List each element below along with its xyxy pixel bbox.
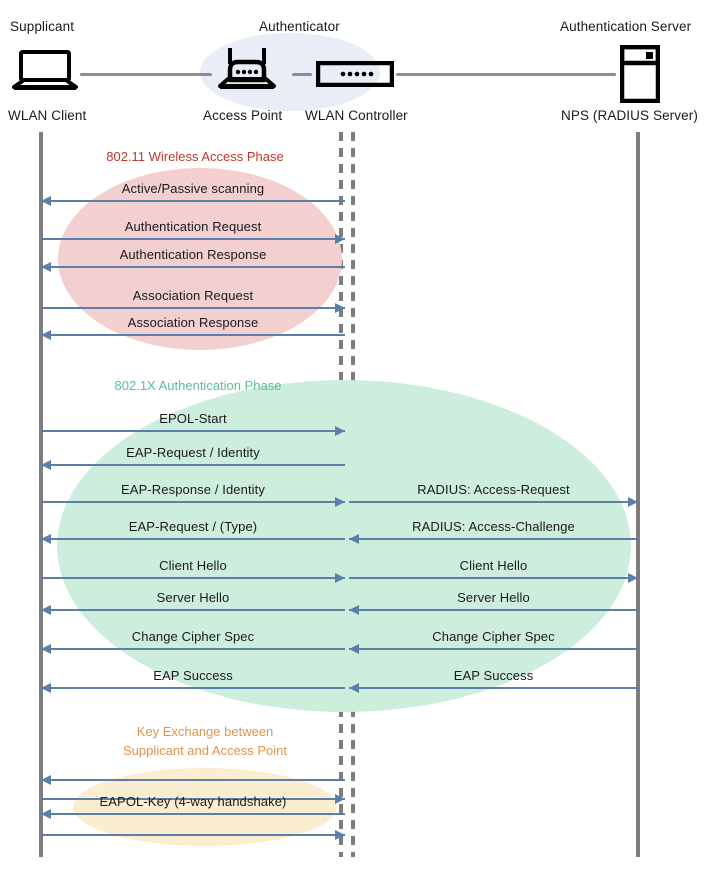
message-supplicant-ap-line — [41, 307, 345, 309]
server-icon — [620, 45, 660, 103]
link-ap-to-controller — [292, 73, 312, 76]
actor-role-authentication-server: Authentication Server — [560, 19, 692, 34]
message-controller-radius-line — [349, 648, 638, 650]
message-supplicant-ap-arrowhead-left — [41, 262, 51, 272]
message-supplicant-ap-arrowhead-right — [335, 303, 345, 313]
message-supplicant-ap-arrowhead-left — [41, 534, 51, 544]
link-client-to-ap — [80, 73, 212, 76]
message-supplicant-ap-line — [41, 577, 345, 579]
message-supplicant-ap-line — [41, 648, 345, 650]
laptop-icon — [12, 50, 78, 92]
message-supplicant-ap-label: EAP-Response / Identity — [121, 482, 265, 497]
message-controller-radius-label: EAP Success — [453, 668, 534, 683]
message-supplicant-ap-line — [41, 834, 345, 836]
message-controller-radius-line — [349, 577, 638, 579]
message-controller-radius-line — [349, 609, 638, 611]
message-supplicant-ap-line — [41, 779, 345, 781]
message-controller-radius-line — [349, 538, 638, 540]
actor-device-wlan-controller: WLAN Controller — [305, 108, 408, 123]
message-supplicant-ap-label: EAP-Request / (Type) — [128, 519, 258, 534]
message-supplicant-ap-label: EPOL-Start — [159, 411, 227, 426]
phase-blob-80211 — [58, 168, 342, 350]
message-supplicant-ap-label: EAP-Request / Identity — [126, 445, 260, 460]
phase-label-key-exchange-line1: Key Exchange between — [136, 724, 274, 739]
message-supplicant-ap-label: Association Response — [127, 315, 259, 330]
actor-role-authenticator: Authenticator — [259, 19, 340, 34]
message-supplicant-ap-arrowhead-left — [41, 683, 51, 693]
lifeline-authentication-server — [636, 132, 640, 857]
message-supplicant-ap-arrowhead-left — [41, 330, 51, 340]
message-supplicant-ap-line — [41, 430, 345, 432]
message-supplicant-ap-arrowhead-left — [41, 460, 51, 470]
message-supplicant-ap-line — [41, 538, 345, 540]
message-controller-radius-arrowhead-left — [349, 534, 359, 544]
message-supplicant-ap-line — [41, 798, 345, 800]
link-controller-to-server — [396, 73, 616, 76]
message-supplicant-ap-label: Server Hello — [156, 590, 230, 605]
message-supplicant-ap-line — [41, 238, 345, 240]
message-supplicant-ap-line — [41, 687, 345, 689]
message-supplicant-ap-arrowhead-right — [335, 573, 345, 583]
message-supplicant-ap-label: Change Cipher Spec — [131, 629, 255, 644]
message-supplicant-ap-label: Active/Passive scanning — [121, 181, 265, 196]
message-supplicant-ap-label: EAPOL-Key (4-way handshake) — [99, 794, 287, 809]
phase-blob-key-exchange — [73, 768, 337, 846]
message-supplicant-ap-arrowhead-right — [335, 426, 345, 436]
message-supplicant-ap-label: EAP Success — [153, 668, 233, 683]
message-supplicant-ap-arrowhead-right — [335, 497, 345, 507]
message-supplicant-ap-arrowhead-right — [335, 794, 345, 804]
message-controller-radius-label: Change Cipher Spec — [432, 629, 555, 644]
message-controller-radius-arrowhead-left — [349, 683, 359, 693]
phase-label-80211: 802.11 Wireless Access Phase — [106, 149, 284, 164]
message-supplicant-ap-line — [41, 200, 345, 202]
phase-label-8021x: 802.1X Authentication Phase — [114, 378, 282, 393]
actor-role-supplicant: Supplicant — [10, 19, 75, 34]
message-supplicant-ap-label: Authentication Request — [124, 219, 262, 234]
message-controller-radius-arrowhead-left — [349, 605, 359, 615]
actor-device-nps-radius-server: NPS (RADIUS Server) — [561, 108, 698, 123]
message-controller-radius-line — [349, 501, 638, 503]
message-supplicant-ap-line — [41, 501, 345, 503]
message-supplicant-ap-line — [41, 464, 345, 466]
message-supplicant-ap-line — [41, 813, 345, 815]
message-supplicant-ap-label: Association Request — [132, 288, 254, 303]
phase-label-key-exchange-line2: Supplicant and Access Point — [122, 743, 288, 758]
message-controller-radius-label: RADIUS: Access-Challenge — [412, 519, 575, 534]
message-supplicant-ap-line — [41, 609, 345, 611]
message-supplicant-ap-arrowhead-left — [41, 196, 51, 206]
message-supplicant-ap-arrowhead-left — [41, 605, 51, 615]
message-supplicant-ap-arrowhead-left — [41, 775, 51, 785]
message-supplicant-ap-line — [41, 266, 345, 268]
message-supplicant-ap-label: Client Hello — [159, 558, 227, 573]
message-controller-radius-line — [349, 687, 638, 689]
message-supplicant-ap-label: Authentication Response — [119, 247, 267, 262]
message-controller-radius-label: Client Hello — [459, 558, 528, 573]
message-controller-radius-arrowhead-right — [628, 497, 638, 507]
message-supplicant-ap-arrowhead-right — [335, 830, 345, 840]
message-supplicant-ap-arrowhead-right — [335, 234, 345, 244]
actor-device-wlan-client: WLAN Client — [8, 108, 87, 123]
message-supplicant-ap-arrowhead-left — [41, 644, 51, 654]
lifeline-supplicant — [39, 132, 43, 857]
actor-device-access-point: Access Point — [203, 108, 283, 123]
message-controller-radius-label: Server Hello — [457, 590, 530, 605]
message-supplicant-ap-line — [41, 334, 345, 336]
access-point-icon — [216, 48, 278, 92]
message-supplicant-ap-arrowhead-left — [41, 809, 51, 819]
message-controller-radius-arrowhead-left — [349, 644, 359, 654]
wlan-controller-icon — [316, 61, 394, 87]
message-controller-radius-arrowhead-right — [628, 573, 638, 583]
message-controller-radius-label: RADIUS: Access-Request — [417, 482, 570, 497]
